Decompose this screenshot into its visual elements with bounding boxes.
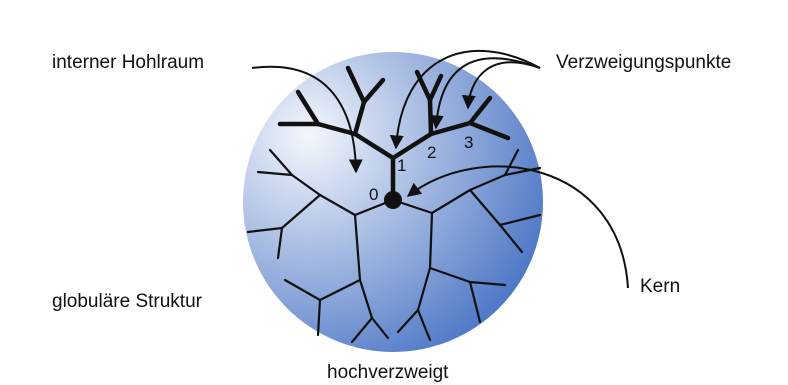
globular-structure-label: globuläre Struktur: [52, 292, 202, 311]
generation-3-label: 3: [464, 133, 473, 152]
branching-points-label: Verzweigungspunkte: [556, 53, 731, 72]
hyperbranched-label: hochverzweigt: [327, 363, 448, 382]
generation-1-label: 1: [397, 156, 406, 175]
core-dot: [384, 191, 402, 209]
core-label: Kern: [640, 277, 680, 296]
internal-cavity-label: interner Hohlraum: [52, 53, 204, 72]
generation-0-label: 0: [369, 185, 378, 204]
generation-2-label: 2: [427, 143, 436, 162]
